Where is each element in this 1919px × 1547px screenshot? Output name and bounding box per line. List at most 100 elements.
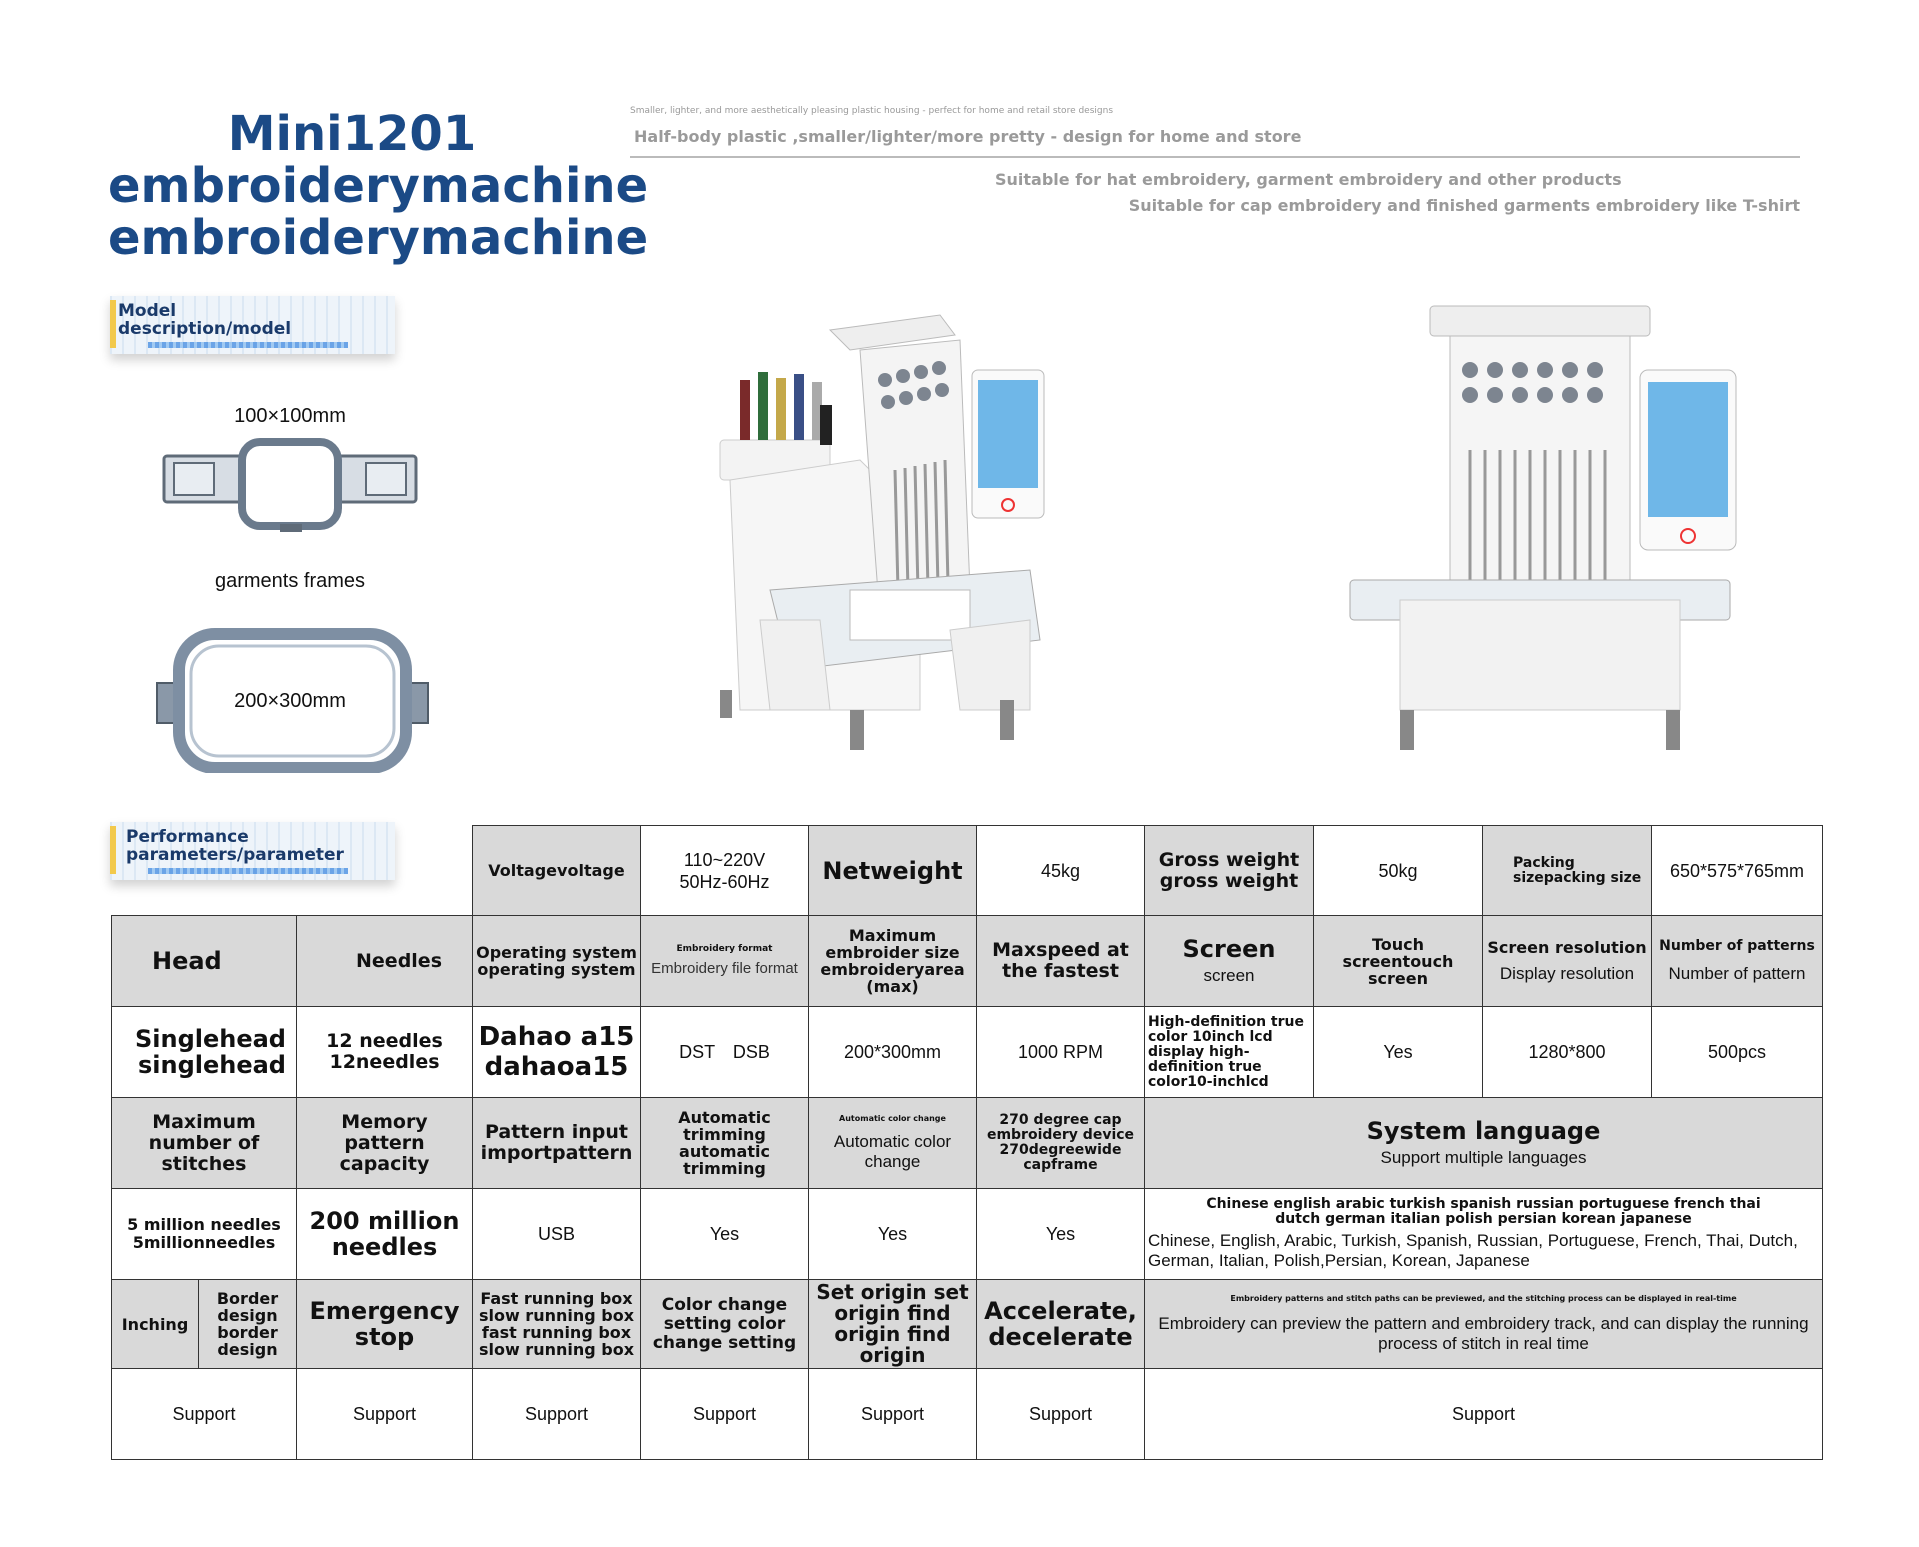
languages-bold: Chinese english arabic turkish spanish r… [1206, 1196, 1761, 1227]
patterns-label: Number of patterns Number of pattern [1651, 915, 1823, 1007]
patterns-value: 500pcs [1651, 1006, 1823, 1098]
inching-support: Support [111, 1368, 297, 1460]
small-hoop-image [162, 438, 418, 532]
max-stitches-value: 5 million needles 5millionneedles [111, 1188, 297, 1280]
gross-label-line-1: Gross weight [1158, 848, 1300, 871]
screen-label: Screen screen [1144, 915, 1314, 1007]
max-stitches-label: Maximum number of stitches [111, 1097, 297, 1189]
color-change-label: Automatic color change [833, 1132, 952, 1171]
head-value: Singlehead singlehead [111, 1006, 297, 1098]
preview-support: Support [1144, 1368, 1823, 1460]
patterns-label-sub: Number of pattern [1668, 963, 1806, 983]
packing-size-label: Packing sizepacking size [1482, 825, 1652, 916]
auto-trimming-label: Automatic trimming automatic trimming [640, 1097, 809, 1189]
system-language-main: System language [1366, 1117, 1601, 1145]
accelerate-support: Support [976, 1368, 1145, 1460]
netweight-value: 45kg [976, 825, 1145, 916]
perf-tag-line-1: Performance [126, 827, 249, 847]
large-frame-size: 200×300mm [234, 690, 346, 712]
touch-screen-label: Touch screentouch screen [1313, 915, 1483, 1007]
origin-label: Set origin set origin find origin find o… [808, 1279, 977, 1369]
product-title: Mini1201 embroiderymachine embroiderymac… [108, 106, 649, 266]
voltage-label: Voltagevoltage [472, 825, 641, 916]
packing-size-value: 650*575*765mm [1651, 825, 1823, 916]
speed-value: 1000 RPM [976, 1006, 1145, 1098]
suitable-line-1: Suitable for hat embroidery, garment emb… [995, 170, 1622, 189]
running-box-support: Support [472, 1368, 641, 1460]
spec-row-0: Voltagevoltage 110~220V 50Hz-60Hz Netwei… [472, 825, 1823, 916]
title-line-1: Mini1201 [227, 106, 477, 162]
color-setting-label: Color change setting color change settin… [640, 1279, 809, 1369]
spec-row-2: Singlehead singlehead 12 needles 12needl… [111, 1006, 1823, 1098]
title-line-2: embroiderymachine [108, 158, 649, 214]
needles-value: 12 needles 12needles [296, 1006, 473, 1098]
preview-small: Embroidery patterns and stitch paths can… [1230, 1294, 1737, 1303]
voltage-value-line-2: 50Hz-60Hz [679, 871, 770, 892]
resolution-label-sub: Display resolution [1499, 963, 1635, 983]
embroidery-format-label: Embroidery format Embroidery file format [640, 915, 809, 1007]
pattern-input-value: USB [472, 1188, 641, 1280]
max-size-label: Maximum embroider size embroideryarea (m… [808, 915, 977, 1007]
preview-text: Embroidery can preview the pattern and e… [1158, 1314, 1809, 1353]
spec-table-top: Voltagevoltage 110~220V 50Hz-60Hz Netwei… [472, 825, 1823, 916]
spec-table-main: Head Needles Operating system operating … [111, 915, 1823, 1460]
os-label: Operating system operating system [472, 915, 641, 1007]
cap-frame-label: 270 degree cap embroidery device 270degr… [976, 1097, 1145, 1189]
tiny-note: Smaller, lighter, and more aesthetically… [630, 106, 1114, 116]
running-box-label: Fast running box slow running box fast r… [472, 1279, 641, 1369]
memory-label: Memory pattern capacity [296, 1097, 473, 1189]
emergency-support: Support [296, 1368, 473, 1460]
netweight-label: Netweight [808, 825, 977, 916]
format-value: DST DSB [640, 1006, 809, 1098]
title-line-3: embroiderymachine [108, 210, 649, 266]
needles-label: Needles [296, 915, 473, 1007]
format-label-small: Embroidery format [676, 944, 773, 954]
gross-weight-label: Gross weight gross weight [1144, 825, 1314, 916]
model-tag-line-2: description/model [118, 319, 292, 339]
gross-weight-value: 50kg [1313, 825, 1483, 916]
system-language-sub: Support multiple languages [1380, 1148, 1587, 1167]
large-hoop-image [156, 628, 429, 773]
touch-screen-value: Yes [1313, 1006, 1483, 1098]
tagline: Half-body plastic ,smaller/lighter/more … [634, 127, 1302, 146]
memory-value: 200 million needles [296, 1188, 473, 1280]
voltage-value-line-1: 110~220V [683, 849, 766, 870]
header-rule [630, 156, 1800, 158]
patterns-label-main: Number of patterns [1659, 937, 1815, 954]
format-label: Embroidery file format [651, 960, 798, 977]
color-change-small: Automatic color change [839, 1114, 946, 1123]
os-value: Dahao a15 dahaoa15 [472, 1006, 641, 1098]
frames-caption: garments frames [214, 570, 366, 592]
spec-row-3: Maximum number of stitches Memory patter… [111, 1097, 1823, 1189]
spec-row-4: 5 million needles 5millionneedles 200 mi… [111, 1188, 1823, 1280]
small-frame-size: 100×100mm [234, 405, 346, 427]
color-setting-support: Support [640, 1368, 809, 1460]
resolution-value: 1280*800 [1482, 1006, 1652, 1098]
auto-color-change-label: Automatic color change Automatic color c… [808, 1097, 977, 1189]
resolution-label-main: Screen resolution [1487, 937, 1647, 957]
auto-trimming-value: Yes [640, 1188, 809, 1280]
maxspeed-label: Maxspeed at the fastest [976, 915, 1145, 1007]
model-tag-line-1: Model [118, 301, 177, 321]
head-label: Head [111, 915, 297, 1007]
machine-photo-angled [719, 314, 1045, 750]
model-description-tag: Model description/model [110, 296, 395, 354]
accelerate-label: Accelerate, decelerate [976, 1279, 1145, 1369]
languages-list: Chinese, English, Arabic, Turkish, Spani… [1148, 1231, 1798, 1270]
suitable-line-2: Suitable for cap embroidery and finished… [1128, 196, 1800, 215]
system-language-label: System language Support multiple languag… [1144, 1097, 1823, 1189]
voltage-value: 110~220V 50Hz-60Hz [640, 825, 809, 916]
border-design-label: Border design border design [198, 1279, 297, 1369]
spec-row-1: Head Needles Operating system operating … [111, 915, 1823, 1007]
auto-color-change-value: Yes [808, 1188, 977, 1280]
performance-parameters-tag: Performance parameters/parameter [110, 822, 395, 880]
spec-row-5: Inching Border design border design Emer… [111, 1279, 1823, 1369]
spec-row-6: Support Support Support Support Support … [111, 1368, 1823, 1460]
max-size-value: 200*300mm [808, 1006, 977, 1098]
machine-photo-front [1349, 305, 1737, 750]
origin-support: Support [808, 1368, 977, 1460]
inching-label: Inching [111, 1279, 199, 1369]
screen-label-main: Screen [1182, 935, 1276, 963]
languages-value: Chinese english arabic turkish spanish r… [1144, 1188, 1823, 1280]
emergency-stop-label: Emergency stop [296, 1279, 473, 1369]
